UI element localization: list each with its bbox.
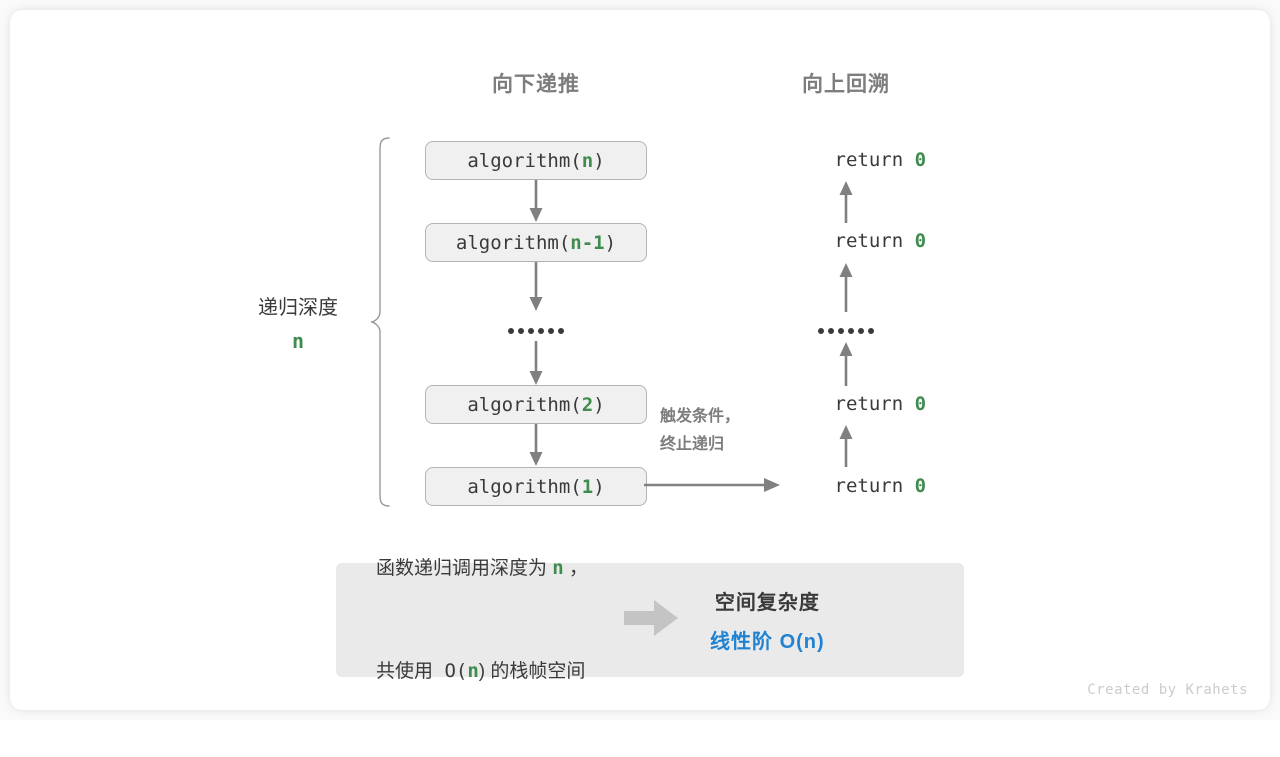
column-header-recurse-down: 向下递推 [492,73,580,96]
recurse-arrow-1 [523,180,549,228]
return-keyword: return [834,149,915,171]
column-header-backtrack-up: 向上回溯 [802,73,890,96]
result-value-var: n [803,631,818,653]
return-label-1: return 0 [766,127,927,193]
call-frame-arg: 2 [581,393,594,416]
return-keyword: return [834,475,915,497]
recurse-arrow-2 [523,262,549,317]
credit-text: Created by Krahets [1087,682,1248,698]
terminate-condition-line2: 终止递归 [660,436,725,453]
result-value-post: ) [817,631,825,653]
call-frame-arg: n [581,149,594,172]
explanation-line1-pre: 函数递归调用深度为 [376,558,553,579]
recursion-depth-value: n [291,329,305,353]
call-frame-suffix: ) [604,231,617,254]
return-value: 0 [914,149,927,171]
call-frame-arg: 1 [581,475,594,498]
recurse-arrow-3 [523,341,549,391]
complexity-explanation: 函数递归调用深度为 n ， 共使用 O(n) 的栈帧空间 [376,483,588,757]
return-keyword: return [834,393,915,415]
recursion-depth-brace [368,136,392,513]
call-frame-arg: n-1 [570,231,605,254]
backtrack-arrow-3 [833,341,859,391]
explanation-line1-post: ， [563,558,589,579]
backtrack-arrow-2 [833,262,859,317]
call-frame-prefix: algorithm( [467,475,582,498]
call-frame-prefix: algorithm( [455,231,571,254]
implies-arrow-icon [624,597,680,644]
complexity-result-value: 线性阶 O(n) [710,625,825,654]
ellipsis-recurse-down [508,328,564,334]
call-frame-suffix: ) [593,393,605,416]
backtrack-arrow-4 [833,424,859,472]
return-label-3: return 0 [766,371,927,437]
call-frame-prefix: algorithm( [467,393,582,416]
return-keyword: return [834,230,915,252]
diagram-canvas: 向下递推 向上回溯 algorithm(n) algorithm(n-1) [10,10,1270,710]
terminate-arrow [644,472,784,503]
return-value: 0 [914,393,927,415]
complexity-explanation-line1: 函数递归调用深度为 n ， [376,551,588,586]
explanation-line2-post: ) 的栈帧空间 [478,661,586,682]
call-frame-box-3: algorithm(2) [425,385,647,424]
explanation-line2-var: n [467,660,479,682]
call-frame-box-4: algorithm(1) [425,467,647,506]
call-frame-box-1: algorithm(n) [425,141,647,180]
recursion-depth-title: 递归深度 [258,297,338,319]
complexity-summary-panel: 函数递归调用深度为 n ， 共使用 O(n) 的栈帧空间 空间复杂度 线性阶 O… [336,557,964,682]
call-frame-box-2: algorithm(n-1) [425,223,647,262]
terminate-condition-note: 触发条件， 终止递归 [660,403,740,459]
return-value: 0 [914,475,927,497]
complexity-explanation-line2: 共使用 O(n) 的栈帧空间 [376,654,588,689]
call-frame-suffix: ) [593,149,605,172]
return-value: 0 [914,230,927,252]
return-label-4: return 0 [766,453,927,519]
backtrack-arrow-1 [833,180,859,228]
call-frame-prefix: algorithm( [467,149,582,172]
result-value-pre: 线性阶 O( [710,631,804,653]
return-label-2: return 0 [766,208,927,274]
terminate-condition-line1: 触发条件， [660,408,741,425]
diagram-card: 向下递推 向上回溯 algorithm(n) algorithm(n-1) [10,10,1270,710]
call-frame-suffix: ) [593,475,605,498]
complexity-result: 空间复杂度 线性阶 O(n) [710,586,825,654]
explanation-line1-var: n [552,557,564,579]
explanation-line2-pre: 共使用 O( [376,660,468,682]
recurse-arrow-4 [523,424,549,472]
recursion-depth-label: 递归深度 n [258,291,338,353]
complexity-result-title: 空间复杂度 [714,592,820,614]
ellipsis-backtrack-up [818,328,874,334]
